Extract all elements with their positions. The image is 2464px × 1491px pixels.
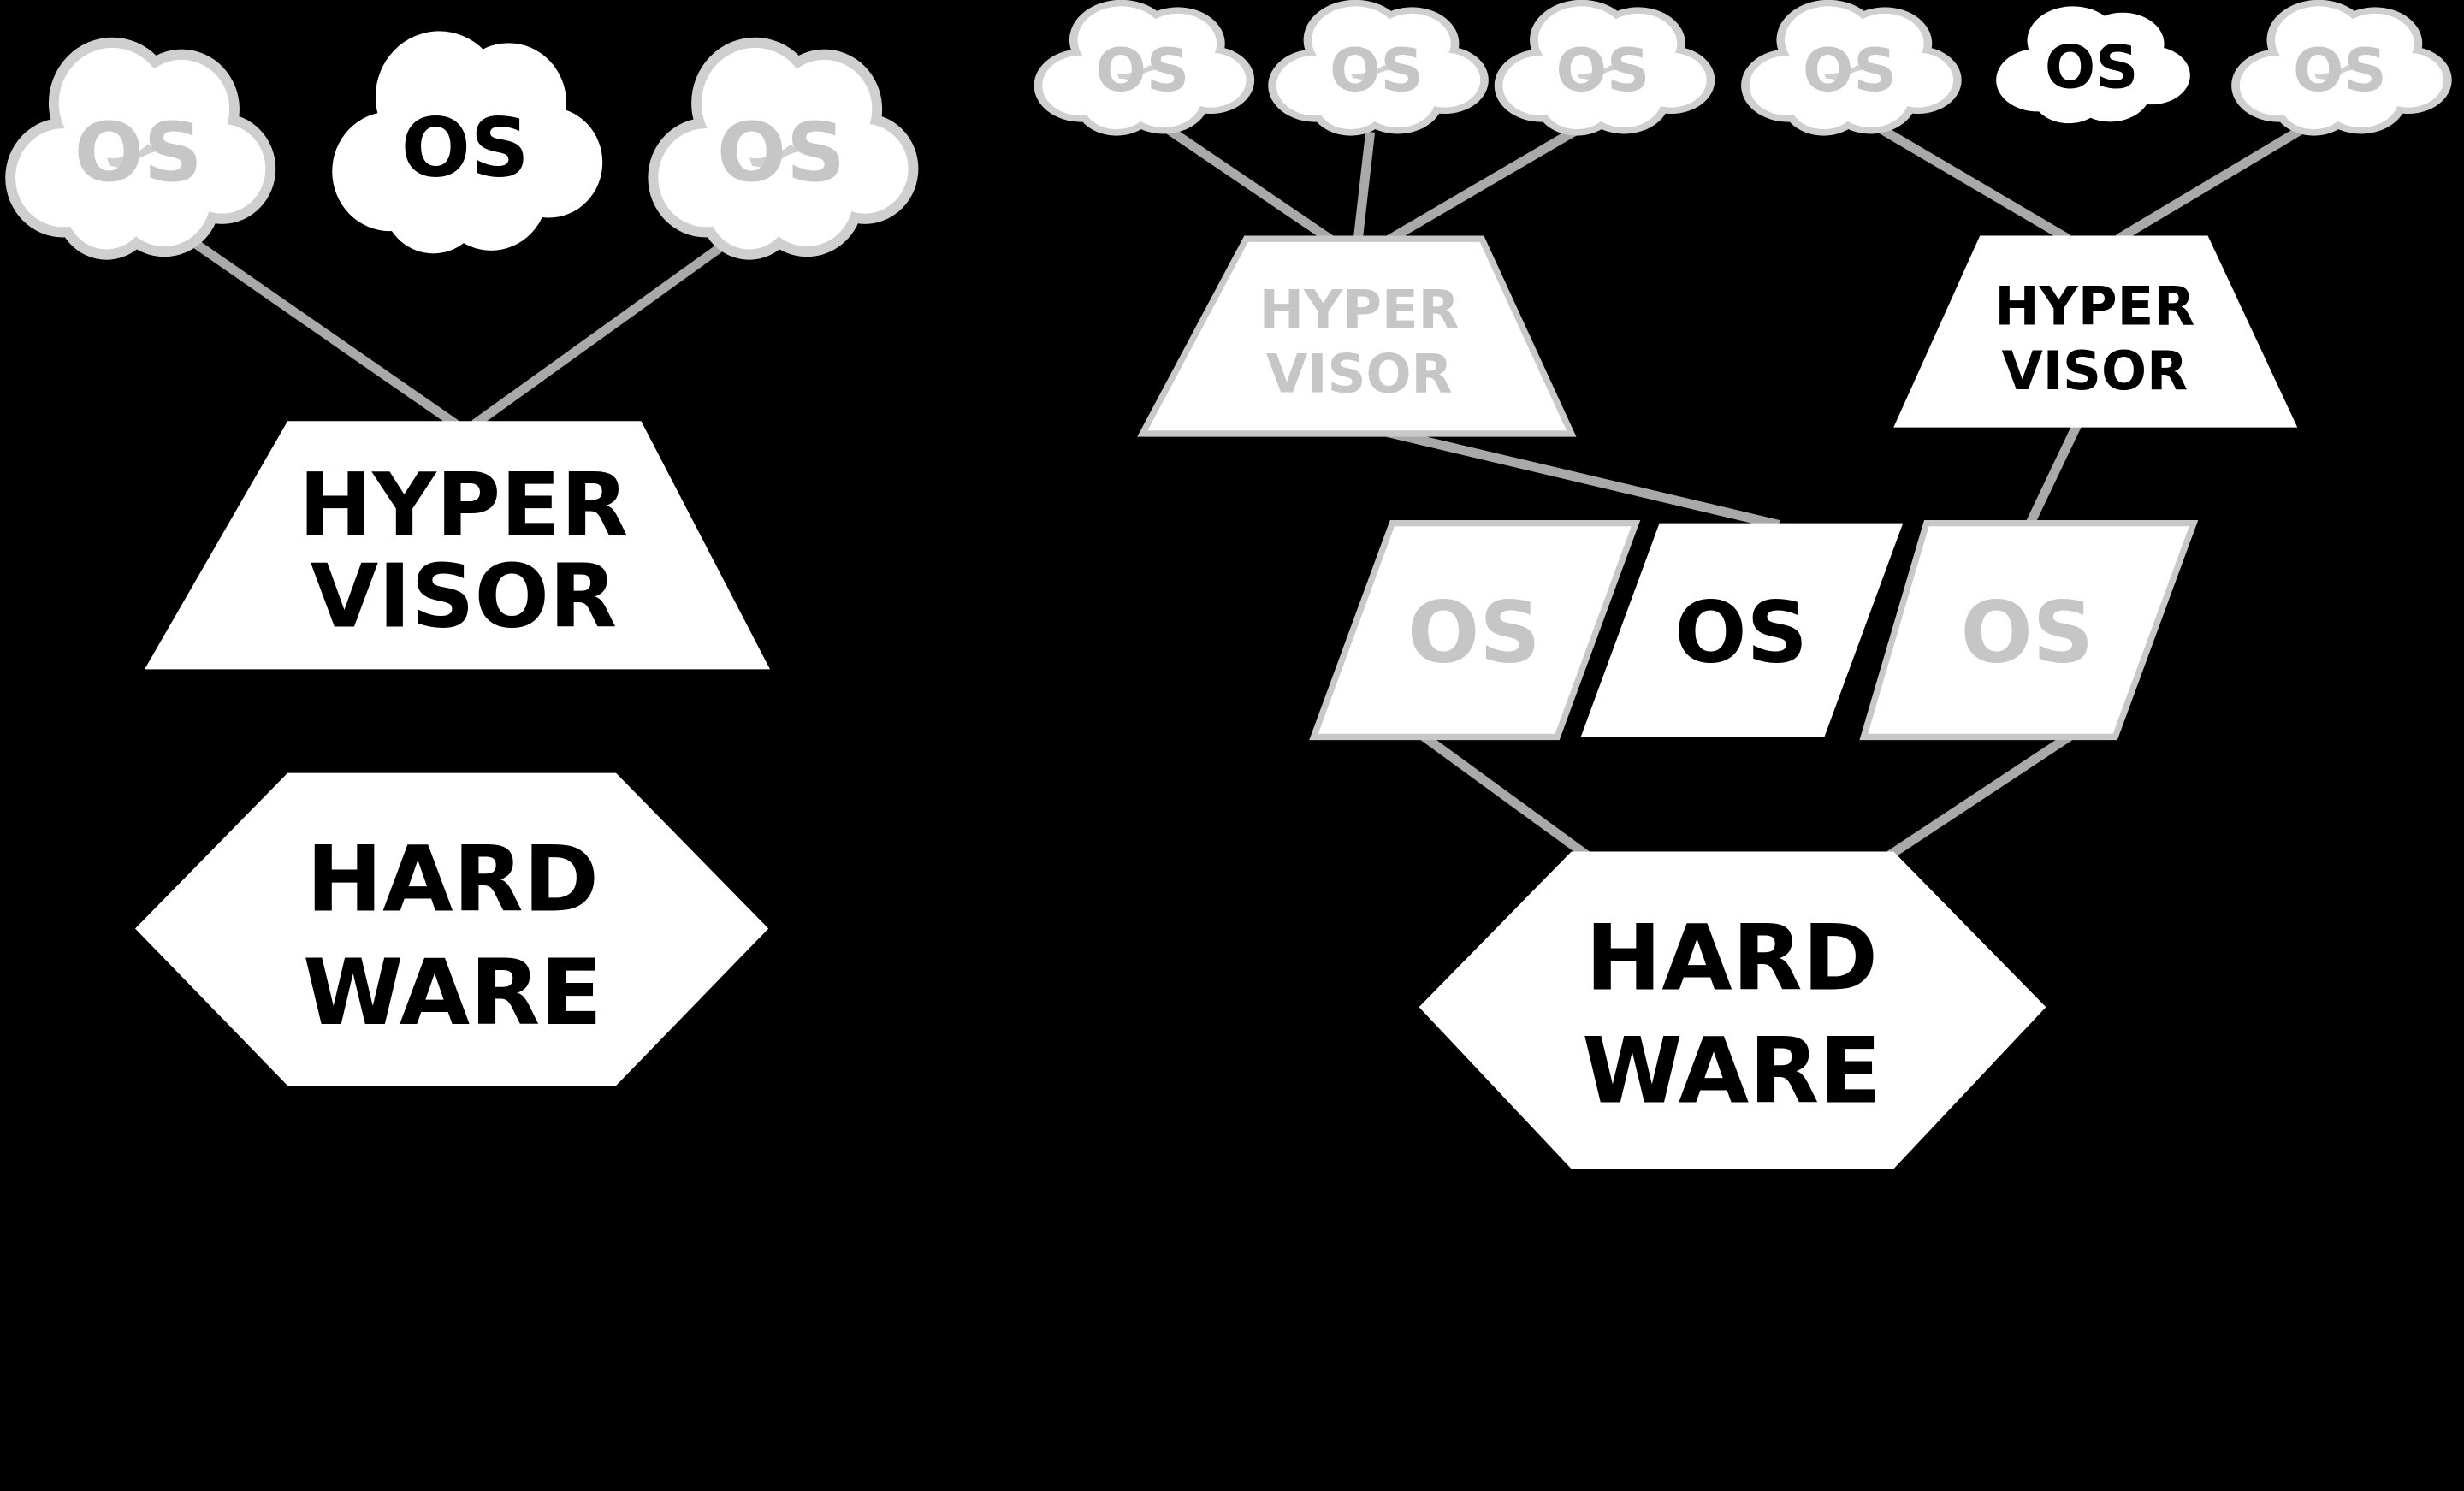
connector-line [1160,121,1342,250]
connector-line [1353,131,1376,243]
hardware-shape [1419,851,2046,1169]
host-os-shape [1580,523,1904,737]
hypervisor-label-line2: VISOR [311,546,618,648]
os-cloud-label: OS [717,104,845,200]
connector-line [471,234,736,429]
hardware-label-line2: WARE [303,940,602,1046]
hardware-shape [135,772,769,1086]
connector-line [1867,118,2070,243]
hypervisor-label-line1: HYPER [299,455,628,557]
left-diagram: OS OS OS HYPER VISOR HARD WARE [5,31,918,1086]
os-cloud-label: OS [1556,36,1650,105]
os-cloud-label: OS [1096,36,1190,105]
os-cloud-label: OS [401,100,530,196]
hypervisor-shape [1893,235,2298,428]
hypervisor-shape [145,421,771,670]
connector-line [2116,118,2316,243]
host-os-label: OS [1960,584,2094,683]
connector-line [1419,731,1594,862]
connector-line [2026,422,2082,525]
hardware-label-line1: HARD [1585,905,1878,1011]
hardware-label-line2: WARE [1582,1019,1881,1125]
hardware-label-line1: HARD [306,827,599,933]
os-cloud-label: OS [2293,36,2387,105]
hypervisor-label-line2: VISOR [2001,340,2188,402]
hypervisor-label-line1: HYPER [1259,278,1460,340]
host-os-label: OS [1407,584,1541,683]
connector-line [186,234,459,429]
os-cloud-label: OS [2045,33,2139,102]
host-os-label: OS [1674,584,1808,683]
hypervisor-shape [1137,235,1577,437]
host-os-shape [1309,519,1641,741]
connector-line [1377,121,1587,250]
host-os-shape [1859,519,2199,741]
hypervisor-label-line1: HYPER [1994,275,2194,338]
connector-line [1883,731,2074,862]
os-cloud-label: OS [74,104,203,200]
connector-line [1378,425,1780,530]
connector-lines [186,118,2316,862]
hypervisor-label-line2: VISOR [1266,343,1453,405]
right-diagram: OS OS OS OS OS OS HYPER VISOR HYPER VISO… [1034,0,2452,1169]
os-cloud-label: OS [1330,36,1424,105]
os-cloud-label: OS [1803,36,1897,105]
